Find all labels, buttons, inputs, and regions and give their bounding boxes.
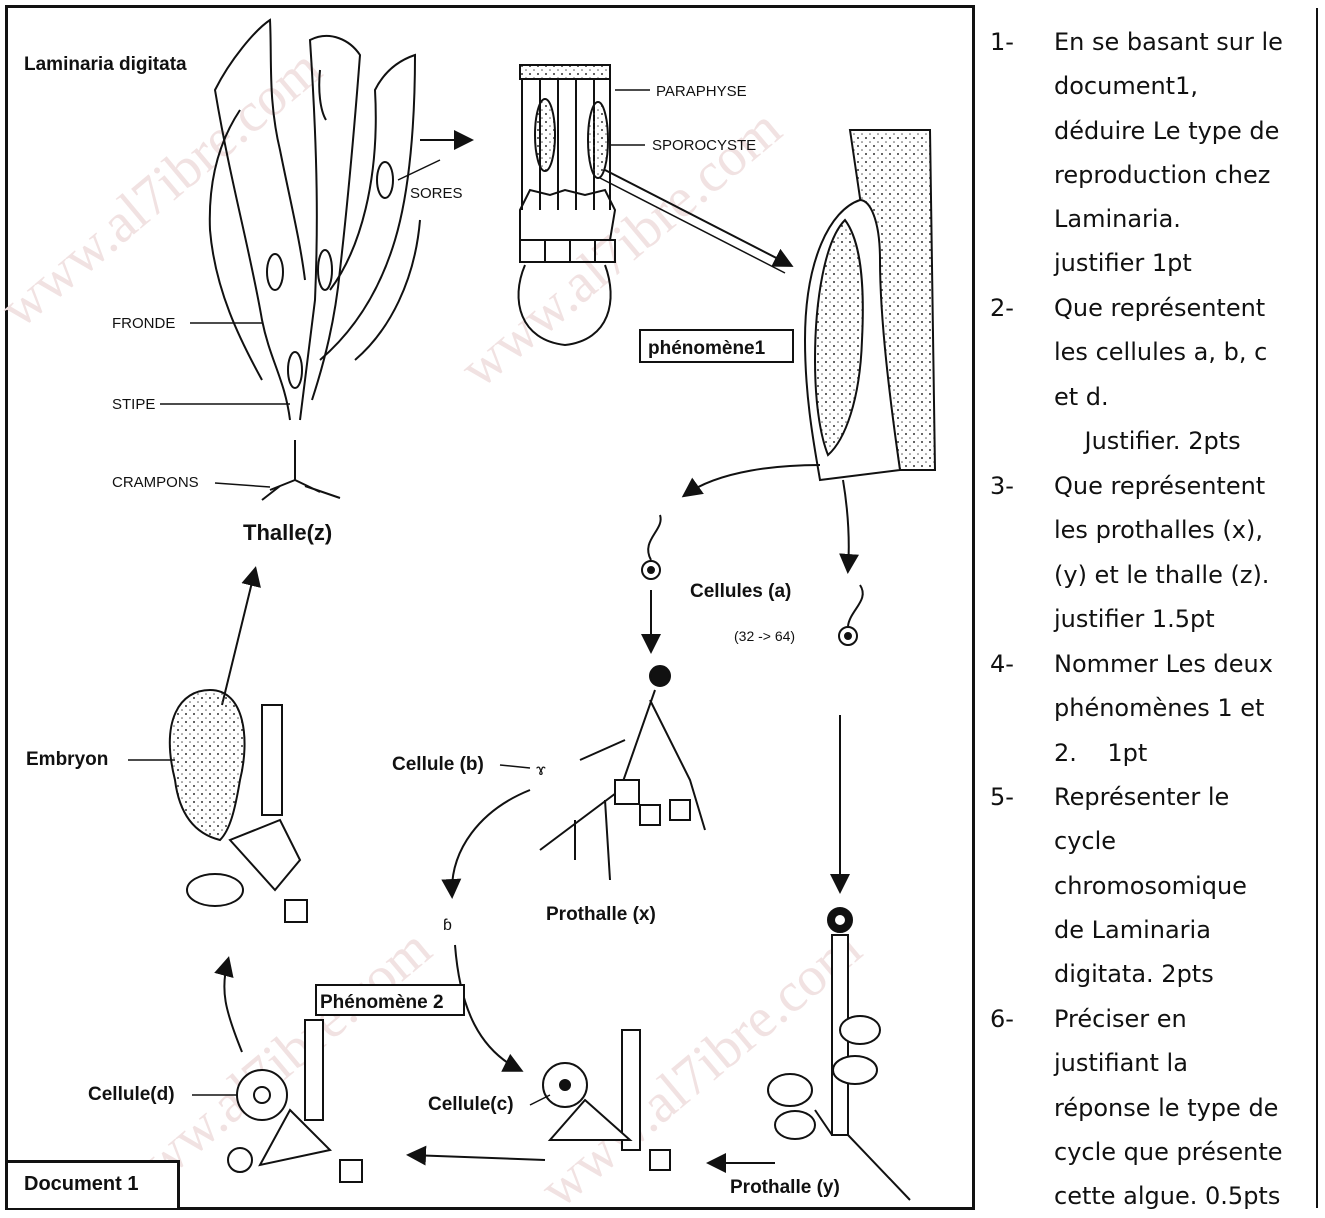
label-sporocyste: SPOROCYSTE [652,137,756,154]
question-number: 6- [990,997,1050,1041]
question-line: justifiant la [1054,1041,1314,1085]
label-thalle: Thalle(z) [243,520,332,545]
label-phenomene2: Phénomène 2 [320,992,444,1013]
question-line: déduire Le type de [1054,109,1314,153]
question-line: Que représentent [1054,286,1314,330]
embryon-drawing [170,690,307,922]
label-sores: SORES [410,185,463,202]
question-line: En se basant sur le [1054,20,1314,64]
question-line: cette algue. 0.5pts [1054,1174,1314,1218]
svg-text:ɓ: ɓ [443,917,452,934]
question-line: Préciser en [1054,997,1314,1041]
question-line: reproduction chez [1054,153,1314,197]
question-number: 3- [990,464,1050,508]
label-stipe: STIPE [112,396,155,413]
question-line: cycle [1054,819,1314,863]
sporocyst-drawing [805,130,935,480]
question-line: digitata. 2pts [1054,952,1314,996]
question-line: phénomènes 1 et [1054,686,1314,730]
question-line: les prothalles (x), [1054,508,1314,552]
question-line: document1, [1054,64,1314,108]
question-line: Représenter le [1054,775,1314,819]
watermarks: www.al7ibre.com www.al7ibre.com www.al7i… [0,37,873,1215]
question-line: et d. [1054,375,1314,419]
question-line: réponse le type de [1054,1086,1314,1130]
prothalle-y-drawing [768,908,910,1200]
label-fronde: FRONDE [112,315,175,332]
question-line: Justifier. 2pts [1054,419,1314,463]
species-title: Laminaria digitata [24,54,187,75]
document-label: Document 1 [8,1160,180,1208]
watermark: www.al7ibre.com [529,917,873,1215]
question-number: 4- [990,642,1050,686]
question-line: cycle que présente [1054,1130,1314,1174]
questions-panel: 1- En se basant sur le document1, déduir… [978,8,1318,1208]
question-line: (y) et le thalle (z). [1054,553,1314,597]
question-number: 2- [990,286,1050,330]
label-prothalle-y: Prothalle (y) [730,1177,840,1198]
watermark: www.al7ibre.com [0,37,333,340]
label-cellule-d: Cellule(d) [88,1084,175,1105]
label-cellule-c: Cellule(c) [428,1094,514,1115]
label-cellules-a: Cellules (a) [690,581,791,602]
question-line: justifier 1pt [1054,241,1314,285]
question-line: Nommer Les deux [1054,642,1314,686]
cells-a-drawing [642,515,863,645]
question-line: chromosomique [1054,864,1314,908]
prothalle-x-drawing [540,666,705,880]
question-line: 2. 1pt [1054,731,1314,775]
question-line: les cellules a, b, c [1054,330,1314,374]
label-paraphyse: PARAPHYSE [656,83,747,100]
question-line: Que représentent [1054,464,1314,508]
label-phenomene1: phénomène1 [648,338,766,359]
question-line: de Laminaria [1054,908,1314,952]
label-count: (32 -> 64) [734,628,795,644]
label-prothalle-x: Prothalle (x) [546,904,656,925]
question-number: 5- [990,775,1050,819]
laminaria-life-cycle-diagram: www.al7ibre.com www.al7ibre.com www.al7i… [0,0,978,1215]
question-line: Laminaria. [1054,197,1314,241]
question-number: 1- [990,20,1050,64]
label-cellule-b: Cellule (b) [392,754,484,775]
label-crampons: CRAMPONS [112,474,199,491]
svg-text:ɤ: ɤ [536,762,546,779]
question-line: justifier 1.5pt [1054,597,1314,641]
label-embryon: Embryon [26,749,108,770]
